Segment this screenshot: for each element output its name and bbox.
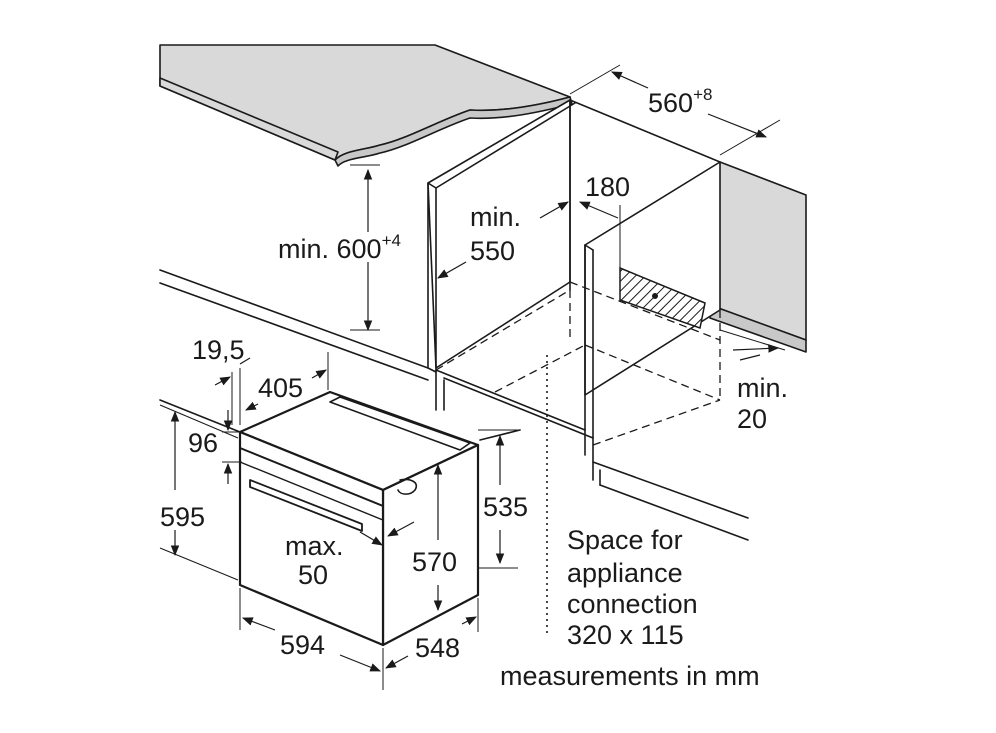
label-niche-height: min. 600+4: [278, 231, 401, 264]
oven: [238, 390, 480, 647]
label-niche-depth-line2: 550: [470, 236, 515, 266]
note-connection-line3: connection: [567, 589, 698, 619]
note-connection-line4: 320 x 115: [567, 620, 684, 650]
label-oven-width: 594: [280, 630, 325, 660]
label-door-depth: 405: [258, 373, 303, 403]
label-panel-thickness: 19,5: [192, 335, 245, 365]
label-niche-width: 560+8: [648, 85, 712, 118]
label-side-gap-line2: 20: [737, 404, 767, 434]
label-handle-line1: max.: [285, 531, 344, 561]
label-niche-depth-line1: min.: [470, 202, 521, 232]
dimension-labels: 560+8 min. 600+4 min. 550 180 min. 20 19…: [160, 85, 788, 663]
cabinet-niche: [427, 99, 749, 635]
label-side-gap-line1: min.: [737, 373, 788, 403]
label-top-offset: 96: [188, 428, 218, 458]
dimension-lines: [159, 64, 786, 690]
label-oven-depth: 548: [415, 633, 460, 663]
label-rear-gap: 180: [585, 172, 630, 202]
label-inner-height: 570: [412, 547, 457, 577]
note-units: measurements in mm: [500, 661, 760, 691]
notes: Space for appliance connection 320 x 115…: [500, 525, 760, 691]
label-handle-line2: 50: [298, 560, 328, 590]
note-connection-line1: Space for: [567, 525, 683, 555]
label-oven-height: 595: [160, 502, 205, 532]
note-connection-line2: appliance: [567, 558, 683, 588]
appliance-connection-area: [619, 266, 706, 329]
label-body-height: 535: [483, 492, 528, 522]
